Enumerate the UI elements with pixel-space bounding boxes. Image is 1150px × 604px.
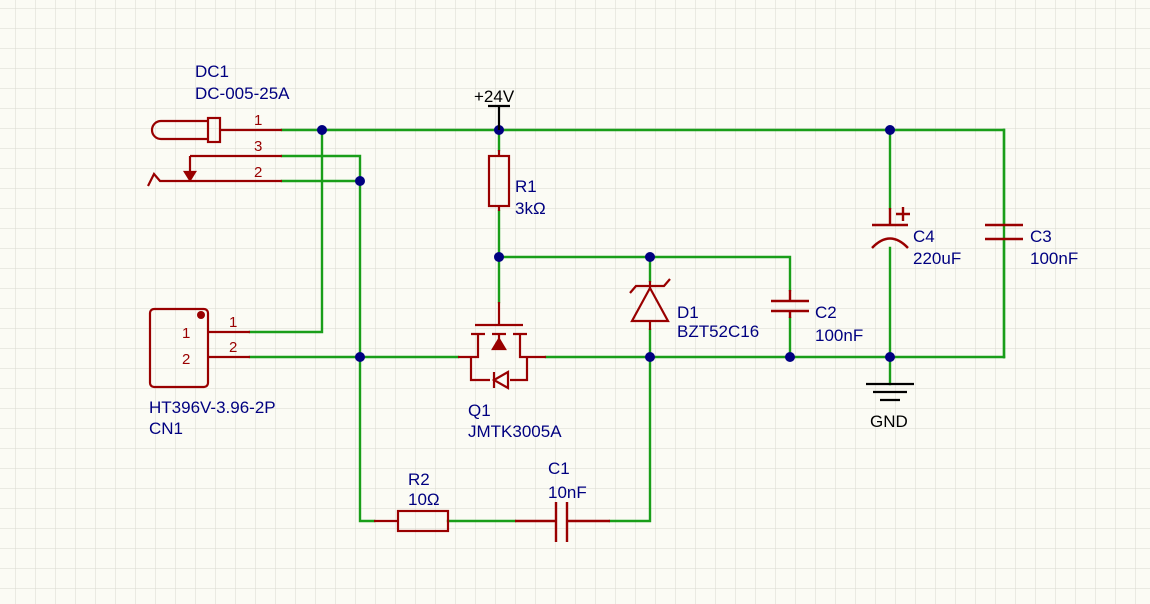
d1-value: BZT52C16 (677, 322, 759, 341)
junction-dot (645, 252, 655, 262)
junction-dot (494, 252, 504, 262)
mosfet-q1[interactable] (458, 302, 546, 390)
junction-dot (317, 125, 327, 135)
vcc-label: +24V (474, 87, 515, 106)
d1-designator: D1 (677, 303, 699, 322)
junction-dot (355, 352, 365, 362)
cn1-pin-label: 1 (229, 314, 237, 331)
gnd-label: GND (870, 412, 908, 431)
dc1-pin-label: 1 (254, 112, 262, 129)
wire-dc1-pin3-net[interactable] (280, 154, 376, 523)
c2-designator: C2 (815, 303, 837, 322)
r2-designator: R2 (408, 470, 430, 489)
dc-jack-dc1[interactable] (147, 116, 282, 187)
junction-dot (355, 176, 365, 186)
cn1-value: HT396V-3.96-2P (149, 398, 276, 417)
c2-value: 100nF (815, 326, 863, 345)
wire-gate-node-to-c2[interactable] (497, 255, 792, 292)
cn1-inner-pin-label: 1 (182, 325, 190, 342)
dc1-pin-label: 3 (254, 138, 262, 155)
connector-cn1[interactable] (148, 307, 250, 389)
wire-d1-cathode[interactable] (608, 328, 652, 523)
capacitor-c2[interactable] (771, 290, 809, 318)
cn1-pin-label: 2 (229, 339, 237, 356)
dc1-designator: DC1 (195, 62, 229, 81)
cn1-inner-pin-label: 2 (182, 351, 190, 368)
r1-value: 3kΩ (515, 199, 546, 218)
c4-designator: C4 (913, 227, 935, 246)
junction-dot (885, 125, 895, 135)
resistor-r2[interactable] (374, 509, 450, 533)
q1-value: JMTK3005A (468, 422, 562, 441)
dc1-pin-label: 2 (254, 164, 262, 181)
cn1-designator: CN1 (149, 419, 183, 438)
r1-designator: R1 (515, 177, 537, 196)
c3-value: 100nF (1030, 249, 1078, 268)
c1-designator: C1 (548, 459, 570, 478)
junction-dot (785, 352, 795, 362)
c1-value: 10nF (548, 483, 587, 502)
junction-dot (645, 352, 655, 362)
junction-dot (885, 352, 895, 362)
power-port-vcc[interactable] (488, 104, 510, 130)
r2-value: 10Ω (408, 490, 440, 509)
resistor-r1[interactable] (487, 150, 511, 211)
junctions (317, 125, 895, 362)
dc1-value: DC-005-25A (195, 84, 290, 103)
power-port-gnd[interactable] (866, 382, 914, 402)
capacitor-c4[interactable] (871, 207, 910, 249)
wire-dc1-pin1-to-cn1-pin1[interactable] (248, 128, 324, 334)
zener-diode-d1[interactable] (629, 278, 671, 330)
capacitor-c1[interactable] (515, 502, 610, 542)
c4-value: 220uF (913, 249, 961, 268)
q1-designator: Q1 (468, 401, 491, 420)
capacitor-c3[interactable] (985, 223, 1023, 241)
c3-designator: C3 (1030, 227, 1052, 246)
